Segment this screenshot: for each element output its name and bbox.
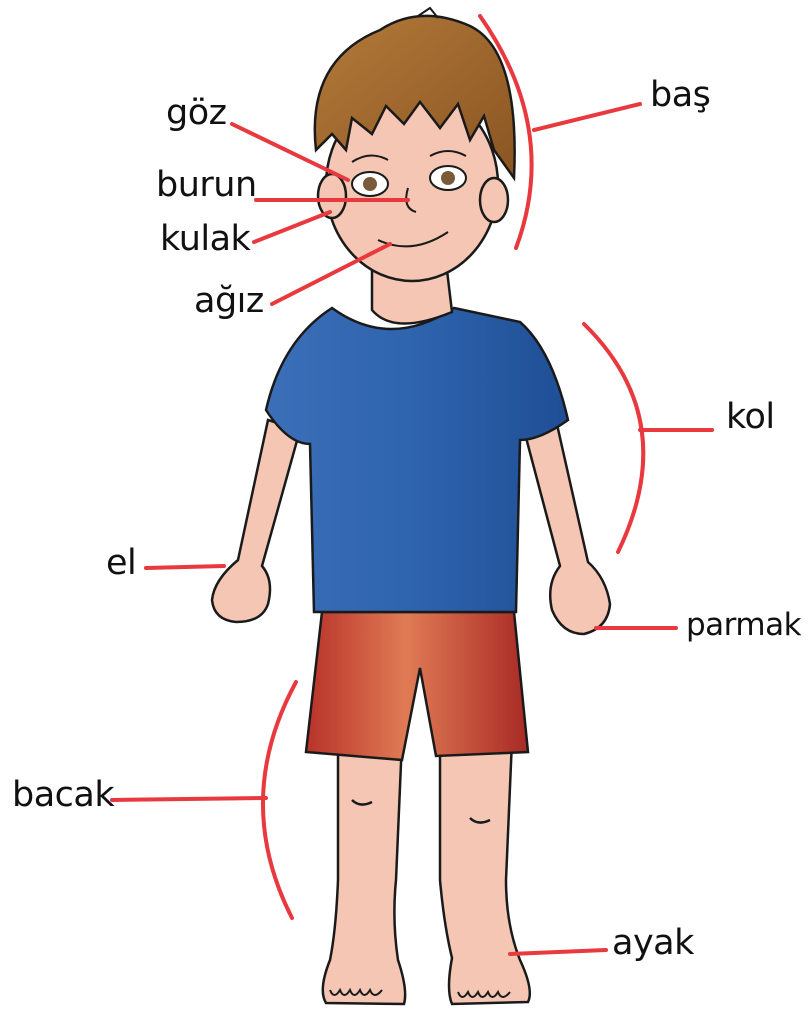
label-kulak: kulak — [160, 222, 250, 257]
head — [315, 8, 515, 281]
label-el: el — [106, 546, 136, 581]
legs — [323, 740, 530, 1004]
label-bas: baş — [650, 78, 710, 113]
label-burun: burun — [156, 168, 257, 203]
bas-leader — [534, 104, 640, 130]
shorts — [306, 612, 528, 760]
label-goz: göz — [166, 96, 227, 131]
label-parmak: parmak — [686, 610, 801, 641]
label-bacak: bacak — [12, 778, 114, 813]
t-shirt — [266, 308, 568, 612]
bacak-leader — [112, 798, 266, 800]
el-leader — [146, 566, 224, 568]
ayak-leader — [510, 950, 606, 954]
kol-bracket — [584, 324, 643, 552]
label-agiz: ağız — [194, 284, 264, 319]
label-kol: kol — [726, 400, 775, 435]
label-ayak: ayak — [612, 926, 694, 961]
bacak-bracket — [263, 682, 296, 918]
kulak-leader — [254, 212, 330, 242]
